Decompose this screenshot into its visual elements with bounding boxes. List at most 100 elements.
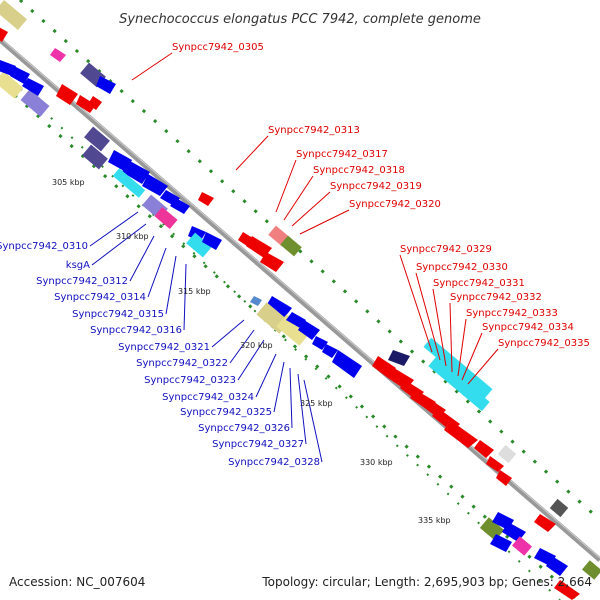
forward-gene-label[interactable]: Synpcc7942_0329 <box>400 244 492 255</box>
forward-gene[interactable] <box>474 440 494 458</box>
gene-labels: Synpcc7942_0305Synpcc7942_0313Synpcc7942… <box>0 42 590 468</box>
reverse-gene[interactable] <box>0 0 27 31</box>
forward-gene[interactable] <box>246 236 272 258</box>
reverse-leader-line <box>273 361 285 413</box>
map-title: Synechococcus elongatus PCC 7942, comple… <box>119 12 481 27</box>
reverse-gene-label[interactable]: ksgA <box>66 260 90 271</box>
accession-text: Accession: NC_007604 <box>9 575 145 589</box>
reverse-leader-line <box>211 319 245 348</box>
forward-leader-line <box>449 302 453 373</box>
forward-gene-label[interactable]: Synpcc7942_0332 <box>450 292 542 303</box>
reverse-gene[interactable] <box>332 350 362 378</box>
reverse-gene[interactable] <box>142 174 168 196</box>
reverse-gene[interactable] <box>170 198 190 214</box>
forward-gene[interactable] <box>388 350 410 366</box>
forward-gene[interactable] <box>198 192 214 206</box>
forward-gene[interactable] <box>496 470 512 486</box>
reverse-gene-label[interactable]: Synpcc7942_0312 <box>36 276 128 287</box>
scale-tick-label: 325 kbp <box>300 399 333 408</box>
forward-gene-label[interactable]: Synpcc7942_0333 <box>466 308 558 319</box>
reverse-gene[interactable] <box>186 232 212 258</box>
scale-tick-label: 315 kbp <box>178 287 211 296</box>
forward-gene[interactable] <box>260 252 284 272</box>
reverse-gene[interactable] <box>286 312 306 328</box>
reverse-gene[interactable] <box>582 560 600 580</box>
scale-tick-label: 330 kbp <box>360 458 393 467</box>
reverse-leader-line <box>129 235 155 282</box>
forward-leader-line <box>291 191 331 227</box>
forward-gene-label[interactable]: Synpcc7942_0313 <box>268 125 360 136</box>
reverse-gene[interactable] <box>312 336 328 350</box>
reverse-gene[interactable] <box>479 517 505 541</box>
forward-gene-label[interactable]: Synpcc7942_0320 <box>349 199 441 210</box>
reverse-gene-label[interactable]: Synpcc7942_0323 <box>144 375 236 386</box>
reverse-gene[interactable] <box>10 66 30 84</box>
reverse-gene[interactable] <box>96 76 116 94</box>
reverse-leader-line <box>237 339 265 381</box>
forward-leader-line <box>415 272 441 361</box>
forward-leader-line <box>432 288 447 367</box>
reverse-gene[interactable] <box>22 78 44 96</box>
forward-gene-label[interactable]: Synpcc7942_0318 <box>313 165 405 176</box>
forward-gene-label[interactable]: Synpcc7942_0317 <box>296 149 388 160</box>
forward-gene[interactable] <box>428 356 490 412</box>
reverse-gene[interactable] <box>322 344 338 358</box>
reverse-gene-label[interactable]: Synpcc7942_0322 <box>136 358 228 369</box>
forward-gene[interactable] <box>444 420 478 448</box>
forward-gene-label[interactable]: Synpcc7942_0319 <box>330 181 422 192</box>
reverse-gene-label[interactable]: Synpcc7942_0316 <box>90 325 182 336</box>
forward-gene[interactable] <box>554 580 580 600</box>
reverse-gene[interactable] <box>250 296 262 306</box>
reverse-gene[interactable] <box>490 534 512 552</box>
forward-gene-label[interactable]: Synpcc7942_0331 <box>433 278 525 289</box>
forward-gene[interactable] <box>423 337 493 399</box>
forward-gene[interactable] <box>280 235 302 257</box>
reverse-gene[interactable] <box>202 232 222 250</box>
reverse-gene[interactable] <box>20 89 50 117</box>
forward-gene[interactable] <box>372 356 396 378</box>
scale-tick-label: 335 kbp <box>418 516 451 525</box>
reverse-leader-line <box>255 353 277 398</box>
reverse-gene-label[interactable]: Synpcc7942_0328 <box>228 457 320 468</box>
forward-gene[interactable] <box>534 514 556 532</box>
reverse-gene[interactable] <box>512 536 532 556</box>
reverse-gene-label[interactable]: Synpcc7942_0310 <box>0 241 88 252</box>
forward-gene[interactable] <box>76 95 96 113</box>
reverse-gene-label[interactable]: Synpcc7942_0327 <box>212 439 304 450</box>
reverse-leader-line <box>229 329 255 364</box>
forward-gene-label[interactable]: Synpcc7942_0335 <box>498 338 590 349</box>
reverse-gene[interactable] <box>266 296 292 318</box>
scale-tick-label: 320 kbp <box>240 341 273 350</box>
reverse-gene[interactable] <box>276 314 310 346</box>
forward-gene[interactable] <box>486 456 504 472</box>
reverse-gene[interactable] <box>122 160 150 184</box>
reverse-gene-label[interactable]: Synpcc7942_0324 <box>162 392 254 403</box>
forward-leader-line <box>275 159 297 213</box>
scale-tick-label: 310 kbp <box>116 232 149 241</box>
reverse-gene[interactable] <box>546 556 568 576</box>
reverse-gene[interactable] <box>154 206 178 230</box>
reverse-gene-label[interactable]: Synpcc7942_0314 <box>54 292 146 303</box>
forward-gene[interactable] <box>0 25 8 42</box>
forward-gene-label[interactable]: Synpcc7942_0330 <box>416 262 508 273</box>
reverse-gene[interactable] <box>112 168 146 198</box>
forward-gene[interactable] <box>88 96 102 110</box>
reverse-leader-line <box>303 379 323 463</box>
forward-gene-label[interactable]: Synpcc7942_0305 <box>172 42 264 53</box>
reverse-gene[interactable] <box>0 71 24 99</box>
reverse-gene[interactable] <box>84 126 110 152</box>
reverse-gene-label[interactable]: Synpcc7942_0315 <box>72 309 164 320</box>
forward-gene[interactable] <box>497 444 517 464</box>
reverse-gene[interactable] <box>298 320 320 340</box>
reverse-leader-line <box>183 263 187 331</box>
reverse-gene-label[interactable]: Synpcc7942_0325 <box>180 407 272 418</box>
forward-gene-label[interactable]: Synpcc7942_0334 <box>482 322 574 333</box>
reverse-gene-label[interactable]: Synpcc7942_0321 <box>118 342 210 353</box>
forward-gene[interactable] <box>549 498 569 518</box>
forward-gene[interactable] <box>56 84 78 105</box>
reverse-leader-line <box>297 373 307 445</box>
reverse-gene-label[interactable]: Synpcc7942_0326 <box>198 423 290 434</box>
reverse-gene[interactable] <box>82 144 108 170</box>
forward-gene[interactable] <box>50 48 66 62</box>
